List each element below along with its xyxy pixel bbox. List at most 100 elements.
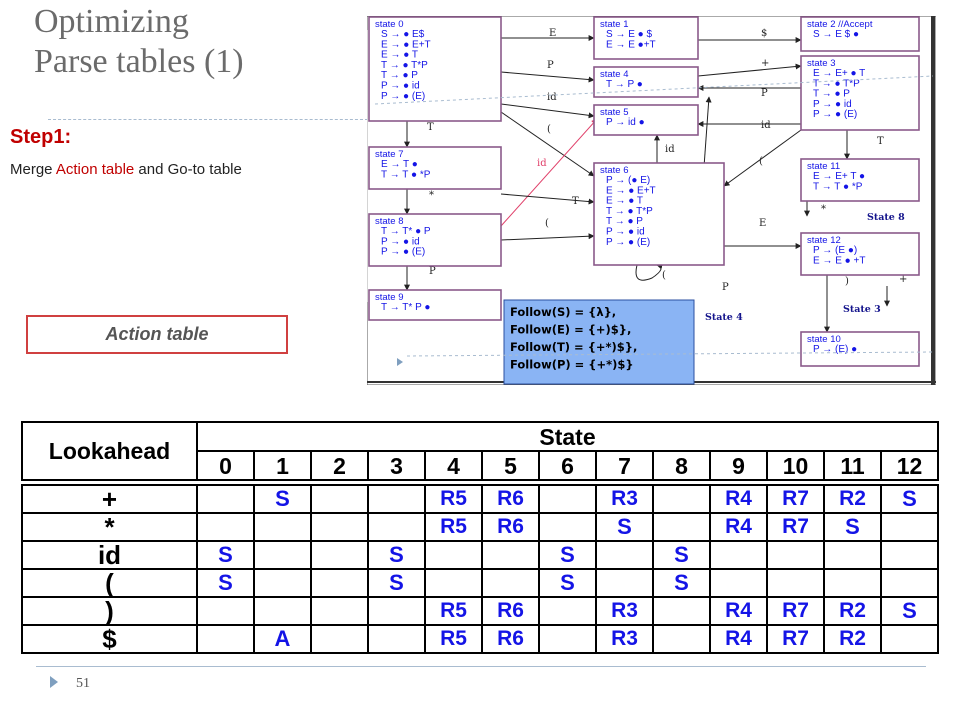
action-cell xyxy=(880,512,939,542)
action-cell: R7 xyxy=(766,624,825,654)
action-cell: S xyxy=(196,540,255,570)
edge-e05: id xyxy=(500,92,595,119)
state-item: E → T ● xyxy=(381,159,418,170)
state-box-s3: state 3E → E+ ● TT → ● T*PT → ● PP → ● i… xyxy=(800,55,920,131)
guide-bullet-icon xyxy=(397,358,403,366)
action-cell xyxy=(196,484,255,514)
action-cell: R5 xyxy=(424,512,483,542)
action-cell: R3 xyxy=(595,484,654,514)
action-cell: S xyxy=(652,568,711,598)
action-cell: R6 xyxy=(481,624,540,654)
action-cell: R6 xyxy=(481,484,540,514)
action-cell: R6 xyxy=(481,596,540,626)
action-cell xyxy=(538,484,597,514)
lookahead-header: Lookahead xyxy=(21,421,198,481)
action-cell xyxy=(310,540,369,570)
state-title: state 0 xyxy=(375,19,404,30)
edge-e89: P xyxy=(404,266,436,291)
edge-label: id xyxy=(537,158,547,169)
state-box-s0: state 0S → ● E$E → ● E+TE → ● TT → ● T*P… xyxy=(368,16,502,122)
state-box-frame xyxy=(800,16,920,52)
footer-divider xyxy=(36,666,926,667)
action-cell xyxy=(709,568,768,598)
action-cell: S xyxy=(253,484,312,514)
state-number: 10 xyxy=(766,450,825,481)
separator-cell xyxy=(311,479,368,486)
action-cell: R5 xyxy=(424,596,483,626)
action-cell: R7 xyxy=(766,484,825,514)
state-box-frame xyxy=(368,146,502,190)
lookahead-symbol: * xyxy=(21,512,198,542)
action-cell xyxy=(823,540,882,570)
edge-line xyxy=(500,193,595,205)
state-number: 6 xyxy=(538,450,597,481)
action-cell xyxy=(652,512,711,542)
state-item: T → ● T*P xyxy=(381,60,428,71)
state-box-s8: state 8T → T* ● PP → ● idP → ● (E) xyxy=(368,213,502,267)
edge-label: P xyxy=(761,88,768,99)
state-item: T → ● T*P xyxy=(606,206,653,217)
edge-e85: id xyxy=(500,118,598,227)
action-cell xyxy=(253,568,312,598)
state-box-frame xyxy=(800,55,920,131)
state-item: T → ● P xyxy=(606,216,643,227)
separator-cell xyxy=(653,479,710,486)
state-item: E → E+ T ● xyxy=(813,171,865,182)
state-item: T → ● P xyxy=(381,70,418,81)
state-box-frame xyxy=(800,232,920,276)
edge-e311: T xyxy=(844,130,884,160)
edge-e1210: ) xyxy=(824,275,849,333)
state-number: 4 xyxy=(424,450,483,481)
action-cell xyxy=(766,568,825,598)
state-item: S → E $ ● xyxy=(813,29,859,40)
state-box-s9: state 9T → T* P ● xyxy=(368,289,502,321)
action-cell xyxy=(481,568,540,598)
edge-label: + xyxy=(761,58,769,69)
state-box-frame xyxy=(800,158,920,202)
action-cell: S xyxy=(652,540,711,570)
action-cell xyxy=(538,596,597,626)
note-state8: State 8 xyxy=(867,212,905,223)
state-item: T → T ● *P xyxy=(813,181,863,192)
action-cell xyxy=(652,624,711,654)
action-cell: R5 xyxy=(424,484,483,514)
action-cell: R6 xyxy=(481,512,540,542)
action-cell xyxy=(595,540,654,570)
action-cell: S xyxy=(595,512,654,542)
action-cell xyxy=(253,512,312,542)
title-divider xyxy=(48,119,368,120)
action-cell xyxy=(253,540,312,570)
edge-label: id xyxy=(665,144,675,155)
state-item: P → ● id xyxy=(381,81,420,92)
separator-cell xyxy=(539,479,596,486)
edge-e04: P xyxy=(500,60,595,83)
edge-label: P xyxy=(722,282,729,293)
state-header: State xyxy=(196,421,939,452)
state-item: P → ● id xyxy=(381,236,420,247)
state-number: 7 xyxy=(595,450,654,481)
state-item: T → ● P xyxy=(813,89,850,100)
action-cell: S xyxy=(880,596,939,626)
action-cell: R4 xyxy=(709,484,768,514)
state-box-s11: state 11E → E+ T ●T → T ● *P xyxy=(800,158,920,202)
action-cell: R7 xyxy=(766,512,825,542)
action-cell xyxy=(652,596,711,626)
state-number: 2 xyxy=(310,450,369,481)
action-cell xyxy=(481,540,540,570)
state-item: S → ● E$ xyxy=(381,29,425,40)
action-table-label: Action table xyxy=(26,315,288,354)
edge-e07: T xyxy=(404,121,434,148)
action-cell xyxy=(880,624,939,654)
edge-label: id xyxy=(761,120,771,131)
separator-cell xyxy=(197,479,254,486)
state-title: state 8 xyxy=(375,216,404,227)
edge-e66: ( xyxy=(635,263,666,281)
state-box-s7: state 7E → T ●T → T ● *P xyxy=(368,146,502,190)
state-box-frame xyxy=(368,213,502,267)
state-title: state 3 xyxy=(807,58,836,69)
